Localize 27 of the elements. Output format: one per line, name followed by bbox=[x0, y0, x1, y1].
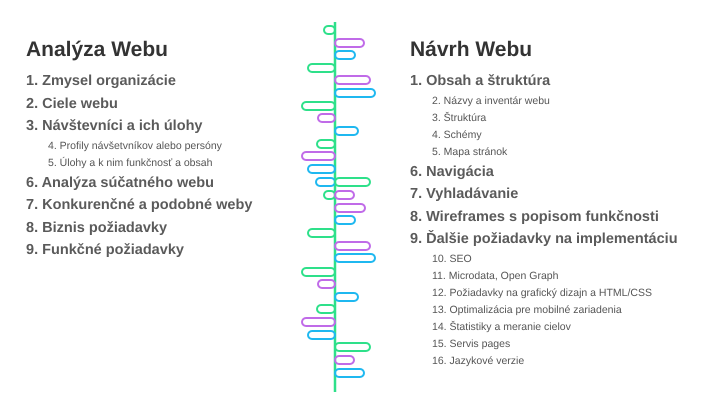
sub-list-item: 13. Optimalizácia pre mobilné zariadenia bbox=[431, 302, 622, 318]
list-item: 6. Analýza súčatného webu bbox=[26, 174, 214, 192]
sub-list-item: 16. Jazykové verzie bbox=[431, 354, 524, 368]
sub-list-item: 12. Požiadavky na grafický dizajn a HTML/CSS bbox=[431, 286, 652, 300]
list-item: 1. Zmysel organizácie bbox=[26, 72, 176, 91]
sub-list-item: 4. Profily návšetvníkov alebo persóny bbox=[47, 138, 222, 154]
list-item: 7. Konkurenčné a podobné weby bbox=[26, 196, 252, 215]
sub-list-item: 14. Štatistiky a meranie cielov bbox=[431, 320, 571, 334]
list-item: 1. Obsah a štruktúra bbox=[410, 72, 550, 91]
section-heading: Analýza Webu bbox=[26, 37, 168, 63]
sub-list-item: 3. Štruktúra bbox=[431, 110, 486, 126]
list-item: 2. Ciele webu bbox=[26, 94, 118, 114]
list-item: 8. Biznis požiadavky bbox=[26, 218, 168, 238]
sub-list-item: 15. Servis pages bbox=[431, 336, 510, 352]
list-item: 6. Navigácia bbox=[410, 162, 494, 182]
sub-list-item: 4. Schémy bbox=[431, 128, 482, 142]
list-item: 7. Vyhladávanie bbox=[410, 185, 518, 204]
sub-list-item: 2. Názvy a inventár webu bbox=[431, 94, 550, 108]
list-item: 3. Návštevníci a ich úlohy bbox=[26, 117, 202, 136]
list-item: 8. Wireframes s popisom funkčnosti bbox=[410, 208, 659, 226]
list-item: 9. Funkčné požiadavky bbox=[26, 241, 184, 260]
sub-list-item: 5. Úlohy a k nim funkčnosť a obsah bbox=[47, 156, 212, 170]
section-heading: Návrh Webu bbox=[410, 37, 532, 63]
sub-list-item: 5. Mapa stránok bbox=[431, 144, 508, 160]
sub-list-item: 11. Microdata, Open Graph bbox=[431, 268, 558, 284]
sub-list-item: 10. SEO bbox=[431, 252, 472, 266]
list-item: 9. Ďalšie požiadavky na implementáciu bbox=[410, 229, 678, 249]
